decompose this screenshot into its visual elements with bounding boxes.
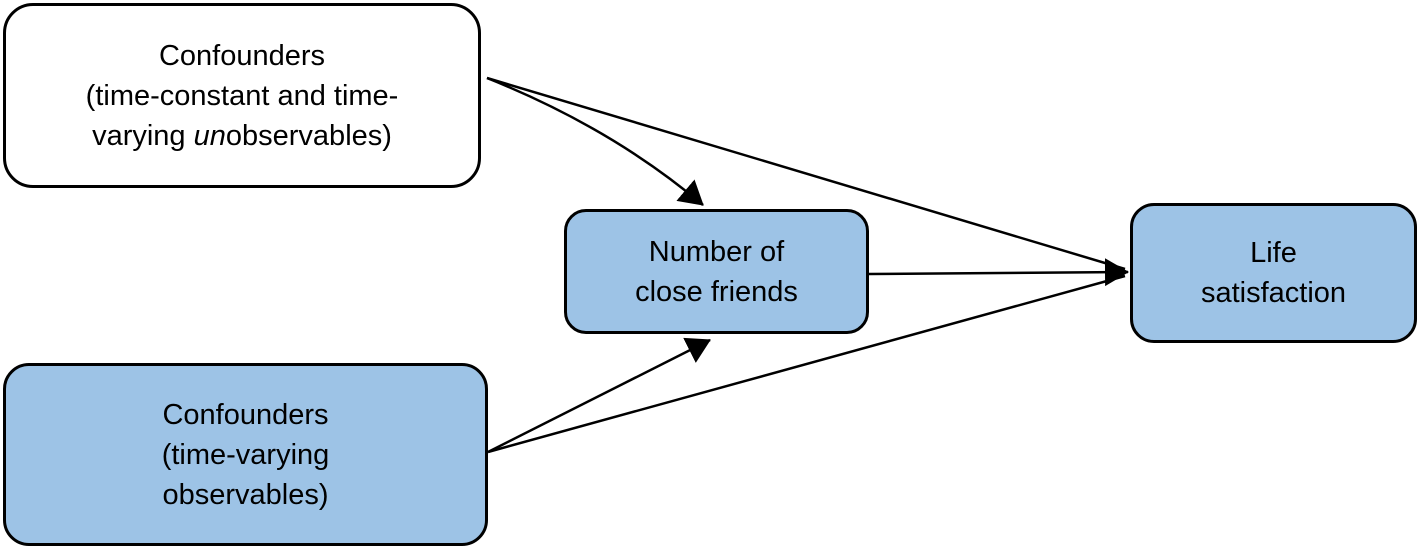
node-text-line: (time-constant and time- bbox=[85, 79, 399, 112]
node-confounders-unobservables: Confounders (time-constant and time- var… bbox=[3, 3, 481, 188]
node-text-line: satisfaction bbox=[1200, 277, 1347, 309]
node-text-line: varying unobservables) bbox=[92, 116, 392, 156]
node-text-line: Confounders bbox=[162, 398, 329, 431]
arrow-unobservables-to-friends bbox=[486, 76, 704, 206]
node-text-line: Number of bbox=[648, 235, 785, 268]
node-text-line: (time-varying bbox=[161, 438, 330, 471]
node-text-line: close friends bbox=[635, 275, 798, 308]
arrow-unobservables-to-life bbox=[486, 76, 1126, 271]
node-text-segment: observables) bbox=[225, 119, 392, 152]
arrow-friends-to-life bbox=[868, 258, 1129, 287]
node-text-line: Life bbox=[1250, 237, 1297, 269]
node-text-segment-italic: un bbox=[193, 119, 226, 152]
node-life-satisfaction: Life satisfaction bbox=[1130, 203, 1417, 343]
node-text-line: observables) bbox=[162, 478, 329, 511]
arrow-observables-to-friends bbox=[487, 337, 711, 454]
node-number-of-close-friends: Number of close friends bbox=[564, 209, 869, 334]
arrow-observables-to-life bbox=[487, 274, 1126, 454]
node-text-line: Confounders bbox=[158, 39, 326, 72]
node-text-segment: varying bbox=[92, 119, 194, 152]
node-confounders-observables: Confounders (time-varying observables) bbox=[3, 363, 488, 546]
